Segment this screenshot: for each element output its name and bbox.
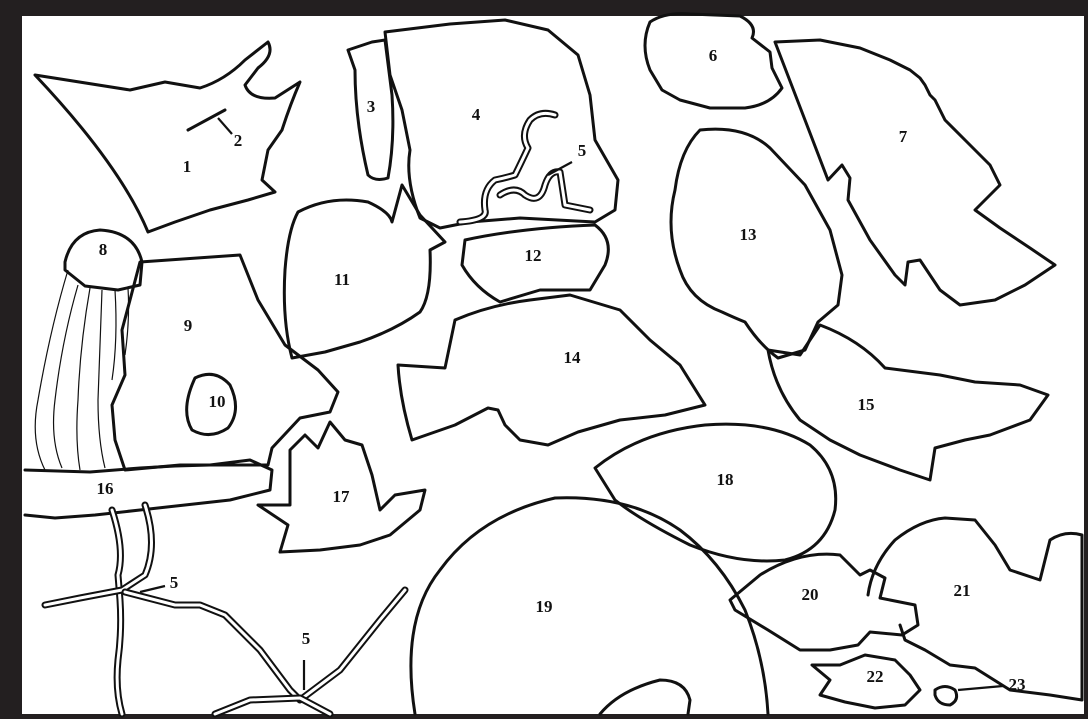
label-15: 15 xyxy=(858,395,875,414)
label-20: 20 xyxy=(802,585,819,604)
diagram-panel xyxy=(22,16,1084,714)
label-22: 22 xyxy=(867,667,884,686)
label-10: 10 xyxy=(209,392,226,411)
label-5a: 5 xyxy=(578,141,587,160)
label-11: 11 xyxy=(334,270,350,289)
label-18: 18 xyxy=(717,470,734,489)
label-5b: 5 xyxy=(170,573,179,592)
label-1: 1 xyxy=(183,157,192,176)
label-12: 12 xyxy=(525,246,542,265)
label-9: 9 xyxy=(184,316,193,335)
label-13: 13 xyxy=(740,225,757,244)
label-5c: 5 xyxy=(302,629,311,648)
label-4: 4 xyxy=(472,105,481,124)
label-19: 19 xyxy=(536,597,553,616)
label-21: 21 xyxy=(954,581,971,600)
label-3: 3 xyxy=(367,97,376,116)
label-16: 16 xyxy=(97,479,114,498)
label-7: 7 xyxy=(899,127,908,146)
label-2: 2 xyxy=(234,131,243,150)
label-8: 8 xyxy=(99,240,108,259)
label-6: 6 xyxy=(709,46,718,65)
label-23: 23 xyxy=(1009,675,1026,694)
label-14: 14 xyxy=(564,348,582,367)
label-17: 17 xyxy=(333,487,351,506)
